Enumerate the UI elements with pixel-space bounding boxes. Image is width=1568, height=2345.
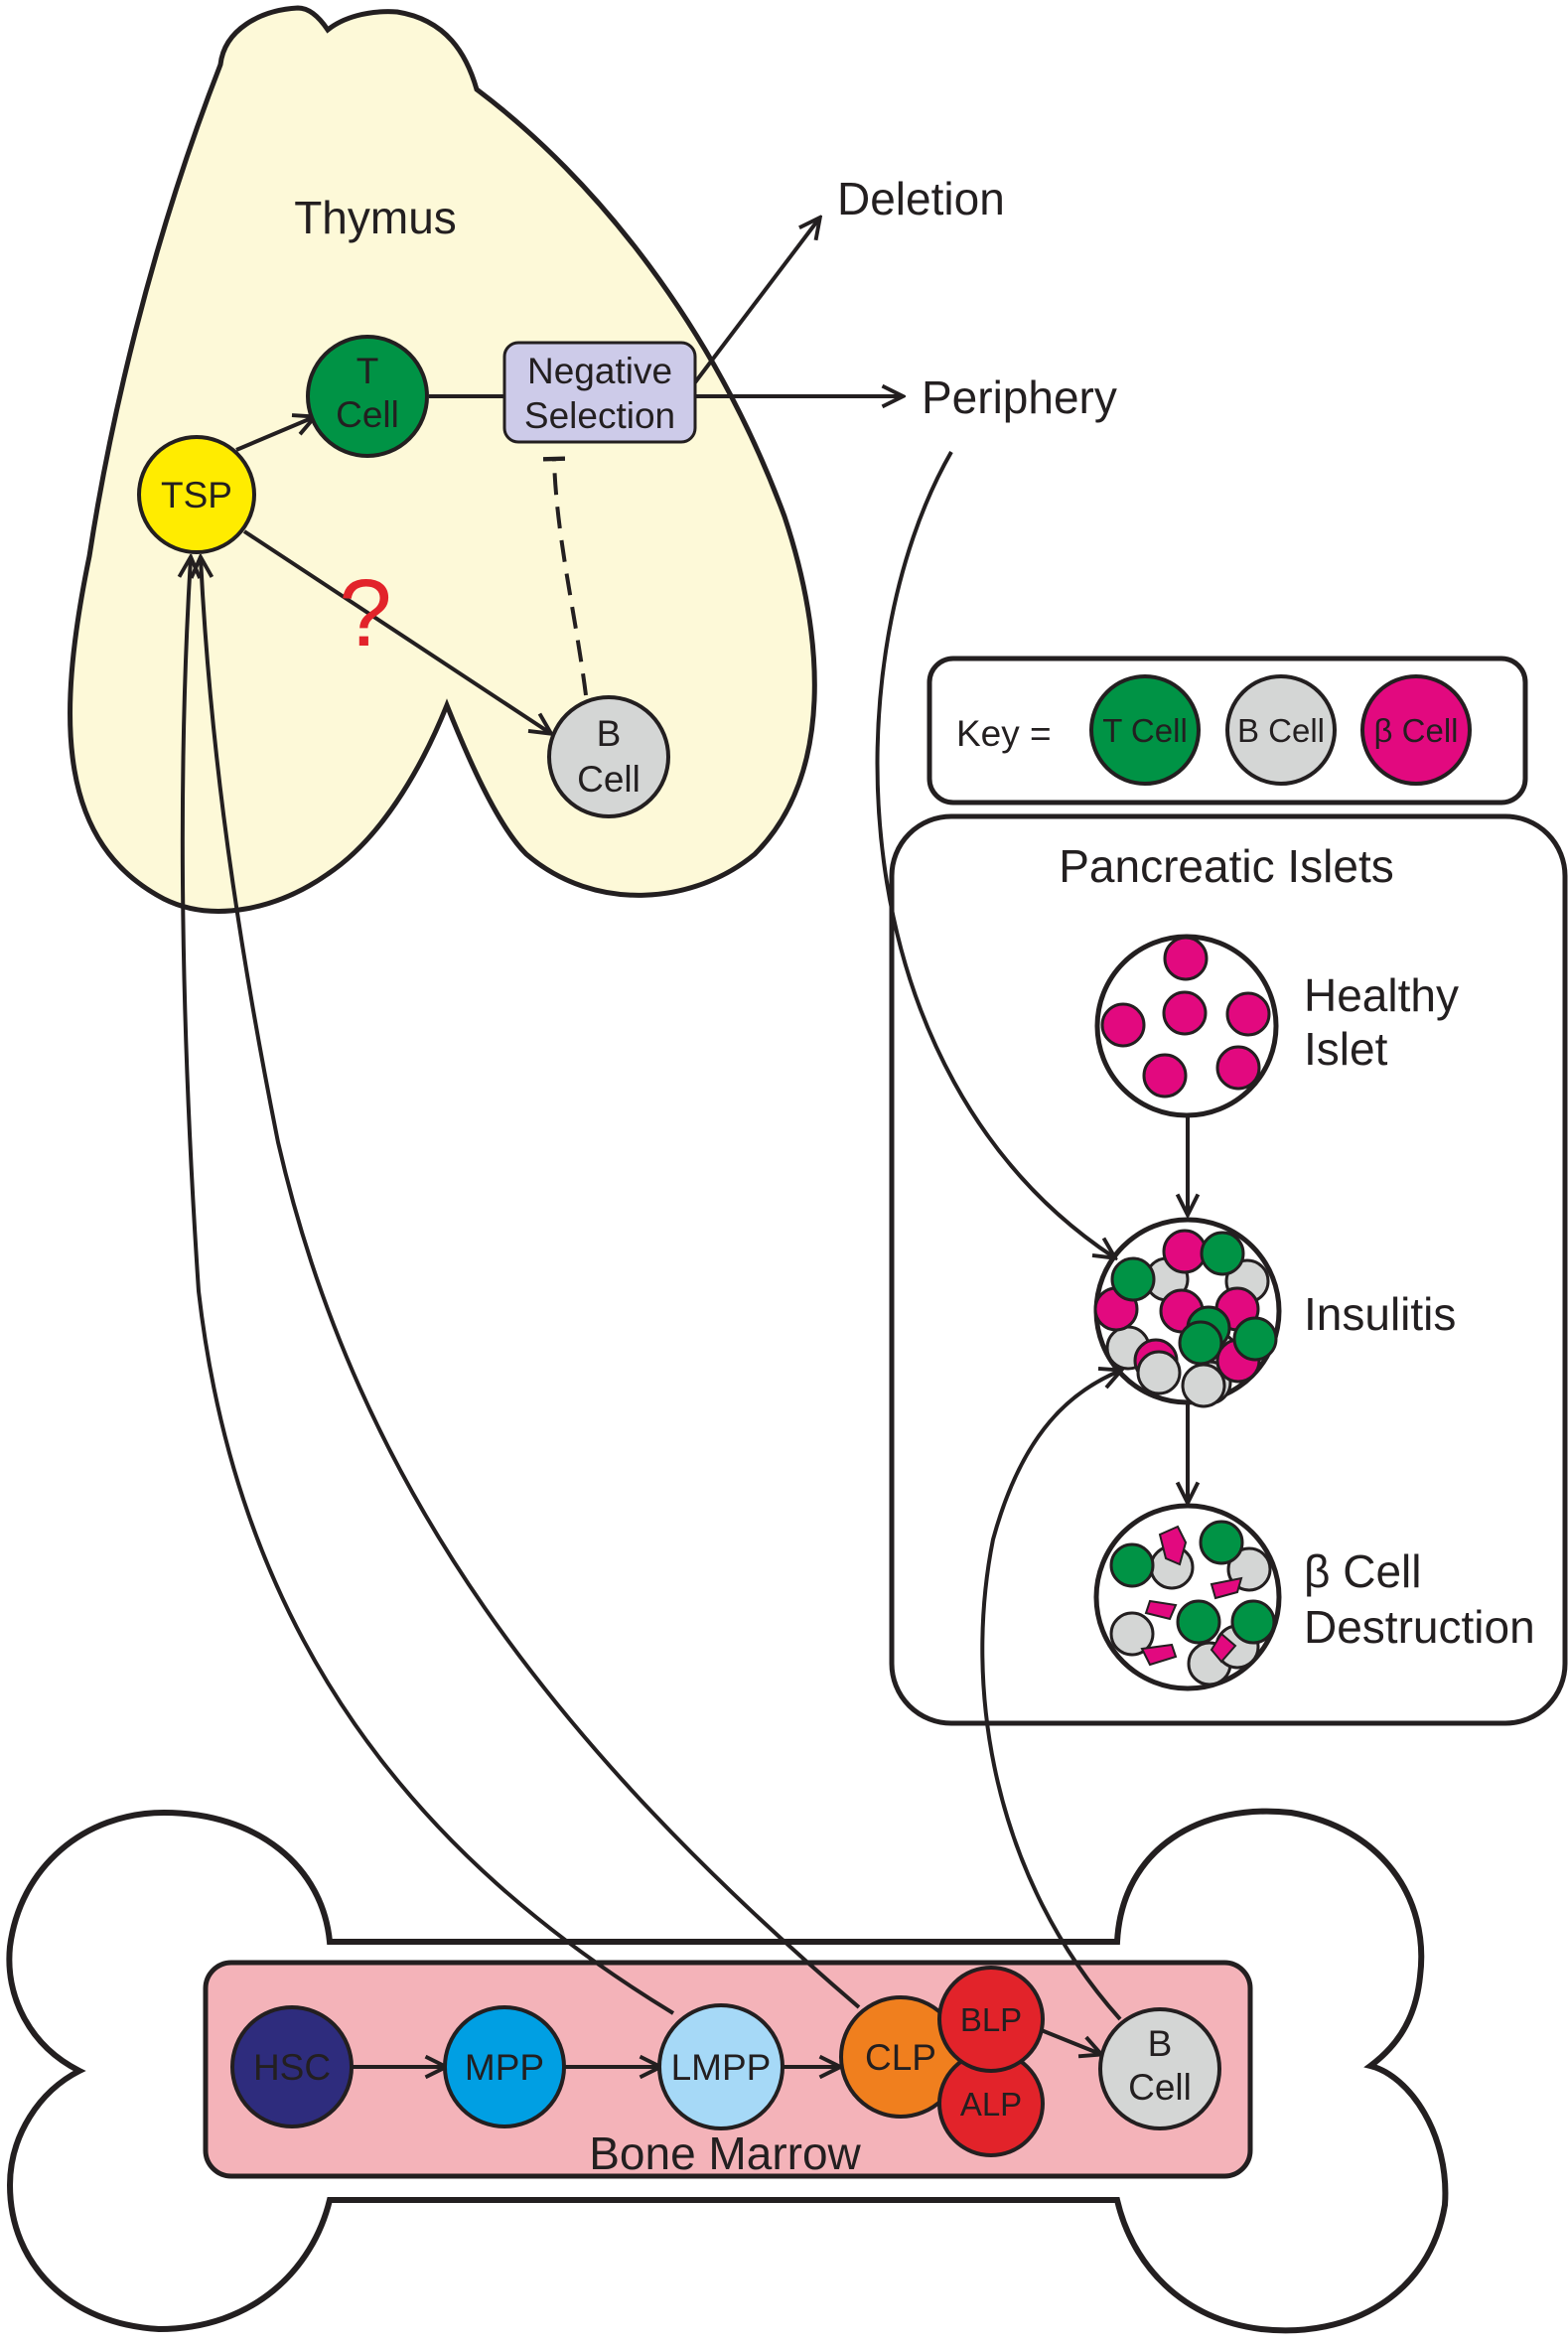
deletion-label: Deletion bbox=[837, 173, 1005, 224]
bone-marrow-label: Bone Marrow bbox=[589, 2127, 861, 2179]
blp-node bbox=[937, 1966, 1045, 2073]
alp-label: ALP bbox=[960, 2086, 1022, 2123]
destruction-label-2: Destruction bbox=[1304, 1601, 1535, 1653]
key-b-cell-swatch bbox=[1225, 674, 1337, 786]
healthy-islet-label-2: Islet bbox=[1304, 1023, 1388, 1075]
destruction-islet bbox=[1093, 1503, 1282, 1691]
lmpp-label: LMPP bbox=[671, 2047, 772, 2088]
bcell-inhibits-selection-arrow bbox=[542, 456, 588, 696]
negative-selection-label-2: Selection bbox=[524, 395, 675, 436]
mpp-node bbox=[443, 2005, 566, 2128]
tsp-node bbox=[137, 435, 256, 554]
bcell-to-insulitis-arrow bbox=[980, 1371, 1120, 2021]
tsp-to-tcell-arrow bbox=[235, 417, 314, 452]
marrow-b-cell-node bbox=[1098, 2007, 1221, 2130]
tsp-to-bcell-arrow bbox=[242, 529, 550, 733]
thymus-b-cell-label-1: B bbox=[597, 713, 622, 754]
thymus-label: Thymus bbox=[294, 192, 457, 243]
thymus-b-cell-label-2: Cell bbox=[577, 759, 641, 800]
destruction-label-1: β Cell bbox=[1304, 1545, 1421, 1597]
question-mark: ? bbox=[339, 560, 391, 666]
key-b-cell-label: B Cell bbox=[1237, 712, 1325, 749]
mpp-label: MPP bbox=[465, 2047, 544, 2088]
blp-label: BLP bbox=[960, 2001, 1022, 2038]
marrow-b-cell-label-2: Cell bbox=[1128, 2067, 1192, 2108]
thymus-b-cell-node bbox=[547, 695, 670, 818]
key-label: Key = bbox=[956, 713, 1052, 754]
pancreatic-islets-panel: Pancreatic Islets Healthy Islet bbox=[889, 813, 1568, 1726]
to-deletion-arrow bbox=[693, 219, 819, 384]
insulitis-islet bbox=[1093, 1217, 1282, 1408]
periphery-to-insulitis-arrow bbox=[875, 451, 1114, 1257]
islets-title: Pancreatic Islets bbox=[1059, 840, 1393, 892]
negative-selection-label-1: Negative bbox=[527, 351, 672, 391]
blp-to-bcell-arrow bbox=[1038, 2027, 1100, 2054]
lmpp-to-tsp-arrow bbox=[183, 558, 675, 2015]
key-t-cell-swatch bbox=[1089, 674, 1201, 786]
healthy-islet-label-1: Healthy bbox=[1304, 969, 1459, 1021]
thymus-t-cell-node bbox=[306, 335, 429, 458]
thymus-t-cell-label-2: Cell bbox=[336, 394, 399, 435]
lmpp-node bbox=[657, 2003, 784, 2130]
key-beta-cell-swatch bbox=[1360, 674, 1472, 786]
thymus-t-cell-label-1: T bbox=[356, 351, 379, 391]
periphery-label: Periphery bbox=[922, 371, 1117, 423]
negative-selection-box bbox=[502, 341, 697, 444]
insulitis-label: Insulitis bbox=[1304, 1288, 1456, 1340]
tsp-label: TSP bbox=[161, 475, 232, 515]
hsc-label: HSC bbox=[253, 2047, 331, 2088]
healthy-islet bbox=[1094, 934, 1279, 1118]
marrow-b-cell-label-1: B bbox=[1148, 2023, 1173, 2064]
key-box: Key = T Cell B Cell β Cell bbox=[927, 656, 1528, 806]
key-t-cell-label: T Cell bbox=[1102, 712, 1188, 749]
key-beta-cell-label: β Cell bbox=[1374, 712, 1459, 749]
bone: Bone Marrow HSC MPP LMPP CLP ALP BLP B C… bbox=[6, 1808, 1449, 2334]
clp-to-tsp-arrow bbox=[201, 558, 861, 2009]
thymus: Thymus TSP T Cell Negative Selection ? B… bbox=[68, 5, 902, 914]
thymus-outline bbox=[68, 5, 817, 914]
hsc-node bbox=[230, 2005, 354, 2128]
clp-label: CLP bbox=[865, 2037, 936, 2078]
